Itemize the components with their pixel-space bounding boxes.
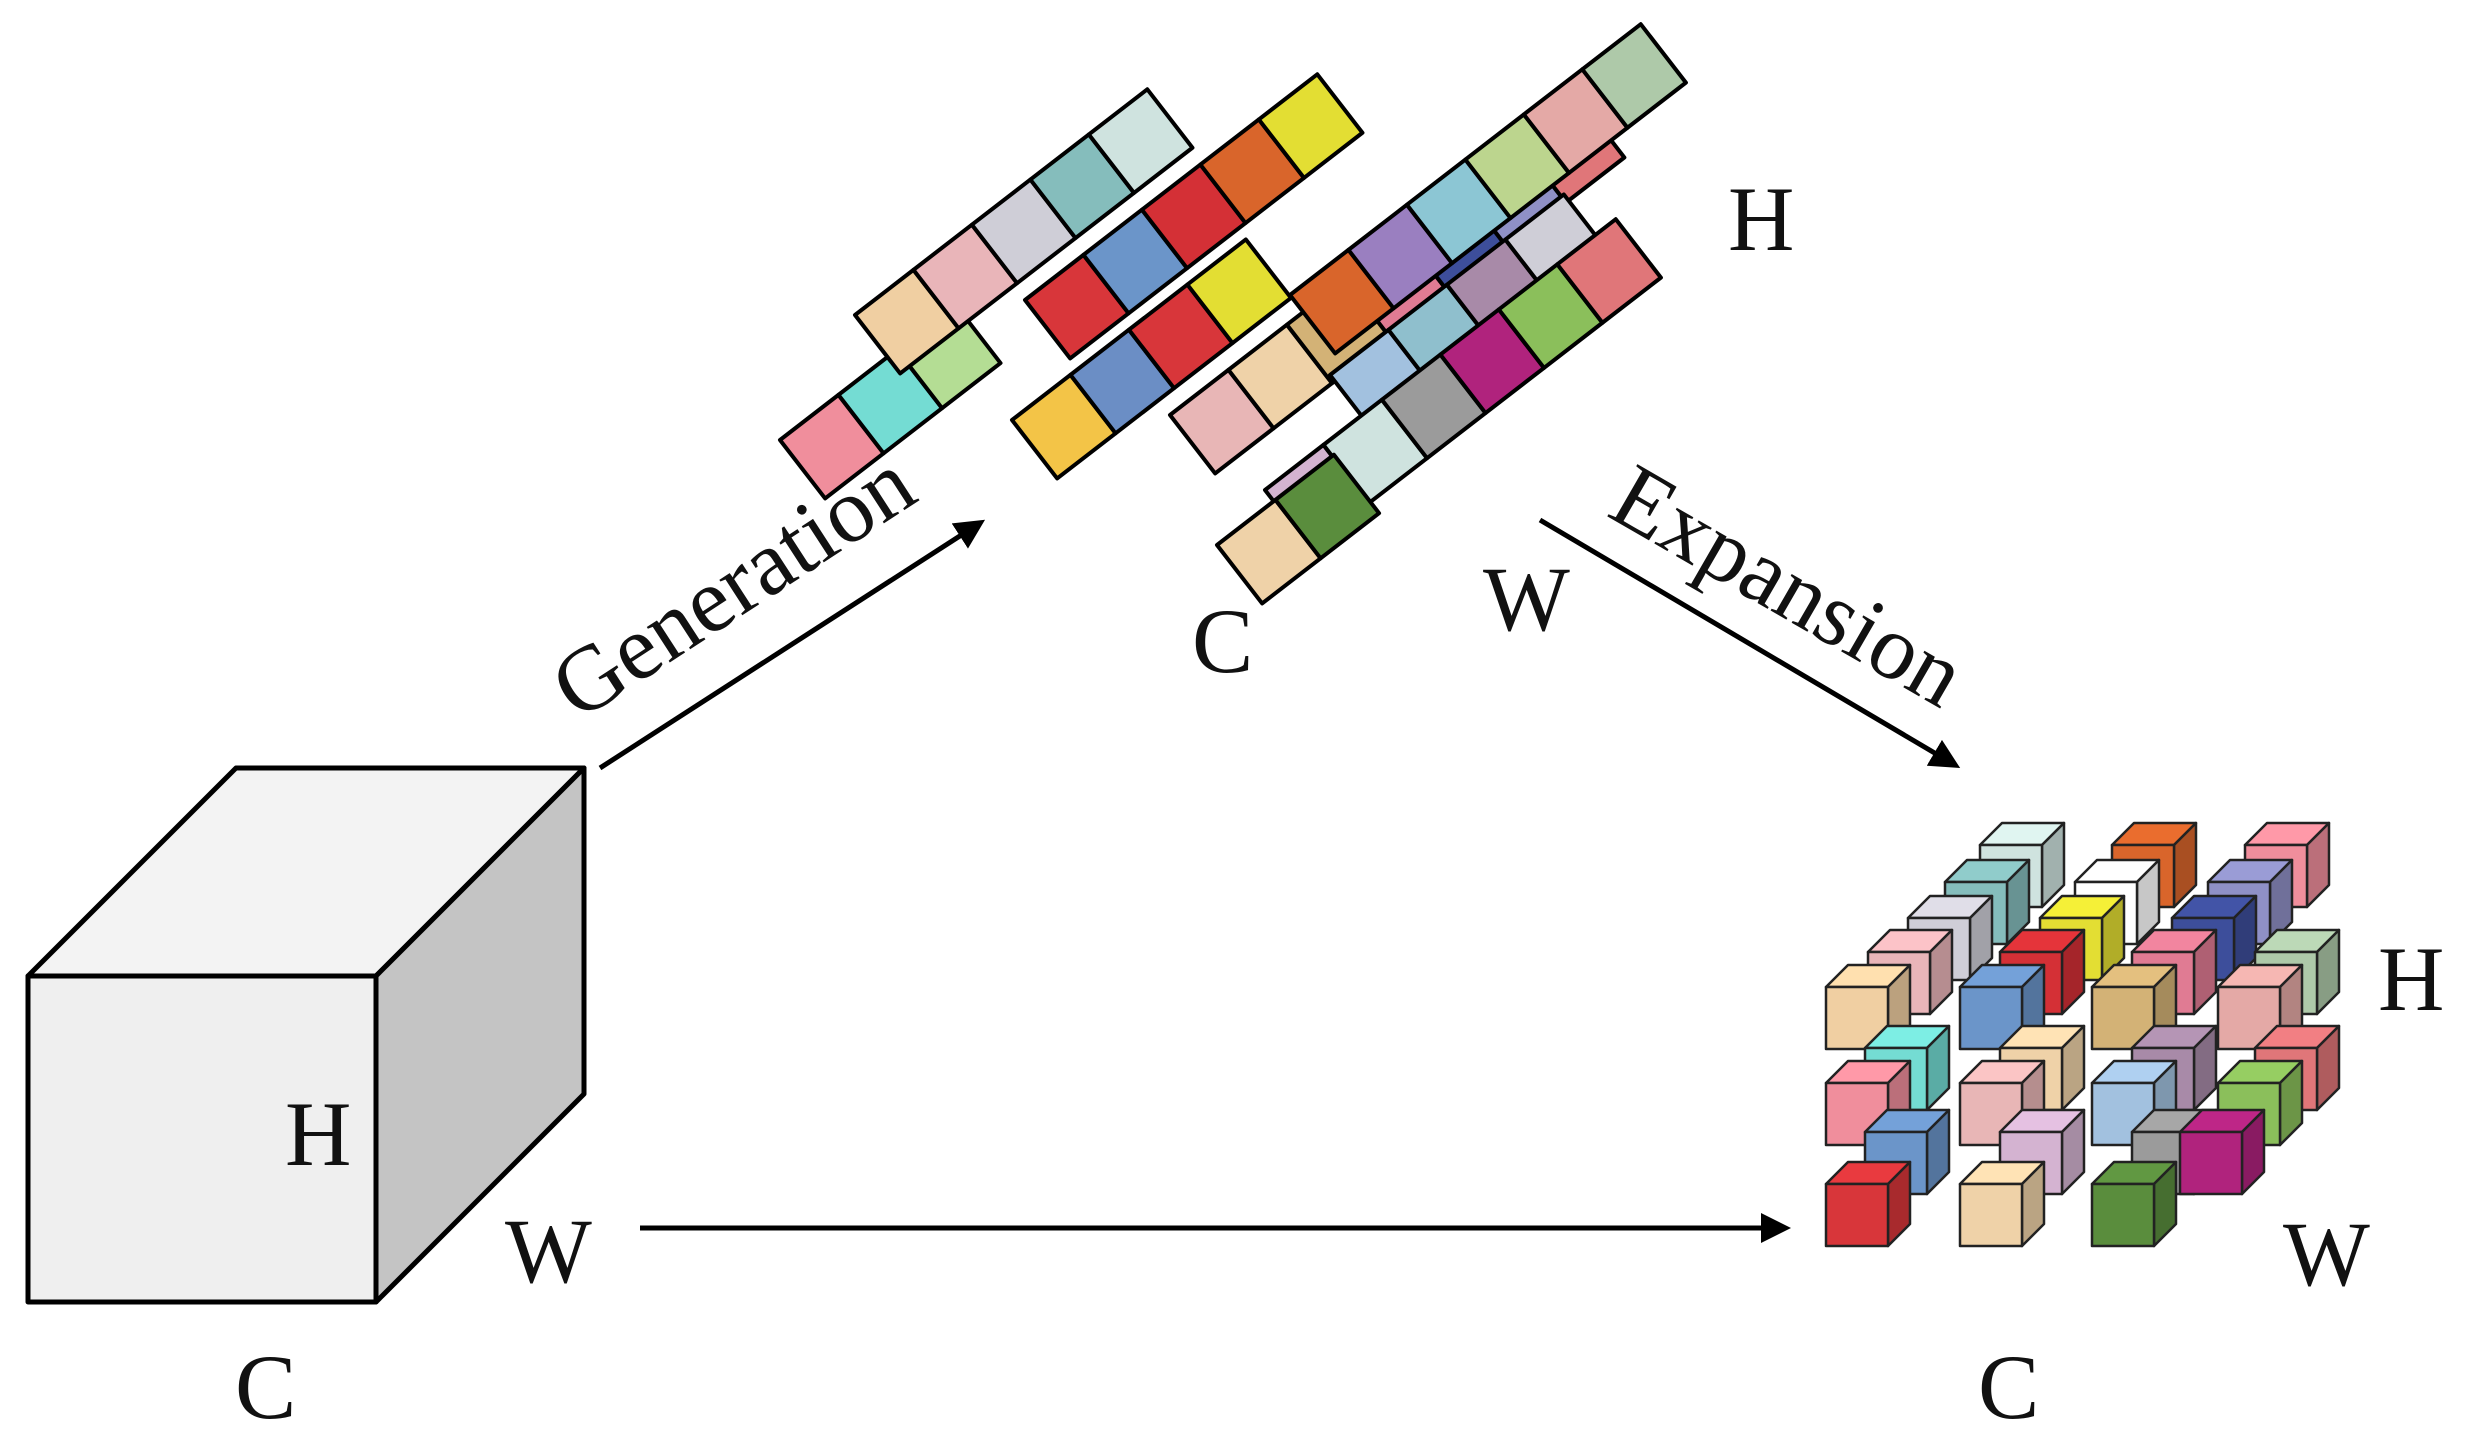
generated-strips (778, 22, 1688, 606)
generated-c-label: C (1192, 590, 1253, 692)
expanded-w-label: W (2283, 1203, 2370, 1305)
strip-tile (1273, 452, 1382, 561)
generation-label: Generation (533, 431, 931, 739)
cube-front-face (2090, 1182, 2156, 1248)
cube-front-face (1824, 1182, 1890, 1248)
input-tensor-w-label: W (505, 1200, 592, 1302)
expansion-arrow (1538, 517, 1961, 769)
input-tensor-cube (25, 765, 587, 1305)
input-tensor-h-label: H (285, 1083, 351, 1185)
expanded-cube (1824, 1160, 1912, 1248)
generated-w-label: W (1483, 548, 1570, 650)
strip-tile (1086, 87, 1195, 195)
strip-tile (1256, 72, 1365, 180)
cube-front-face (1958, 1182, 2024, 1248)
expanded-cube (2216, 963, 2304, 1051)
cube-front-face (2178, 1130, 2244, 1196)
expanded-cube-grid (1824, 821, 2341, 1248)
strip-tile (1555, 217, 1663, 325)
expanded-cube (1958, 1160, 2046, 1248)
expanded-cube (2178, 1108, 2266, 1196)
expanded-cube (2090, 1160, 2178, 1248)
expanded-c-label: C (1978, 1336, 2039, 1438)
generation-arrow (598, 519, 986, 771)
input-tensor-front-face (25, 973, 379, 1305)
expanded-h-label: H (2378, 928, 2444, 1030)
generated-h-label: H (1728, 168, 1794, 270)
input-tensor-c-label: C (235, 1336, 296, 1438)
strip-tile (1580, 22, 1688, 130)
